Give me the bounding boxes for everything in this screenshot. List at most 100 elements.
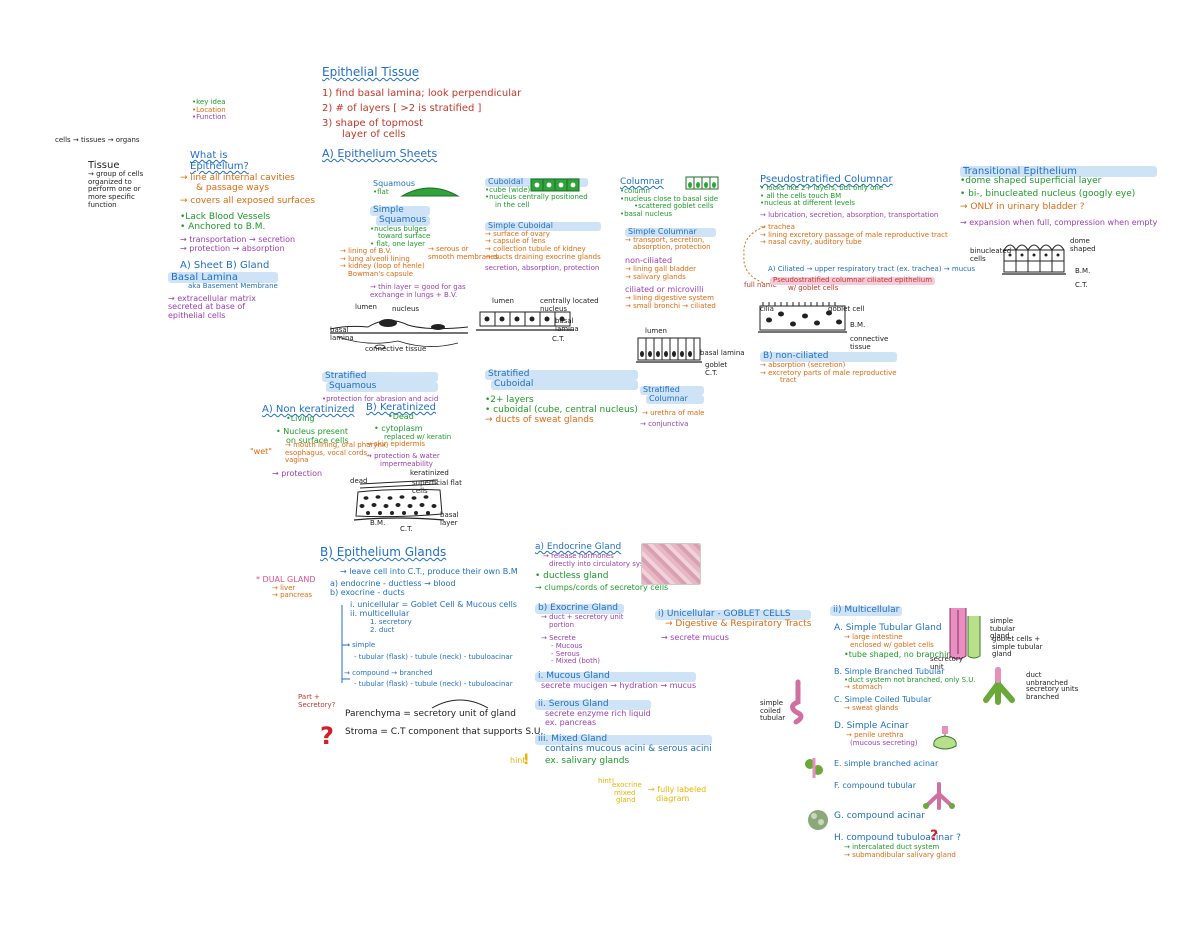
tr-label-ct: C.T. xyxy=(1075,281,1088,289)
what-is-point-2: → covers all exposed surfaces xyxy=(180,195,316,206)
basal-lamina-point-0: → extracellular matrix xyxy=(168,293,256,303)
serous-title: ii. Serous Gland xyxy=(535,699,651,710)
dual-1: → liver xyxy=(272,583,296,592)
simple-columnar-diagram xyxy=(636,337,702,363)
simple-squamous-title2: Squamous xyxy=(376,215,431,226)
scol2-point-0: → urethra of male xyxy=(642,408,705,417)
branched-tubular-icon xyxy=(983,667,1015,705)
pseudo-bracket xyxy=(743,226,765,284)
mc-a-2: •tube shaped, no branching xyxy=(844,650,957,660)
step-2: 2) # of layers [ >2 is stratified ] xyxy=(322,103,482,114)
what-is-point-4: • Anchored to B.M. xyxy=(180,221,266,232)
col-label-goblet: goblet C.T. xyxy=(705,361,728,377)
non-k-0: •Living xyxy=(286,414,315,423)
strat-sq-diagram xyxy=(353,479,445,521)
squamous-locations: → lining of B.V. → lung alveoli lining →… xyxy=(340,247,425,279)
fully-labeled: → fully labeled diagram xyxy=(648,785,706,804)
scub2-point-2: → ducts of sweat glands xyxy=(485,414,594,425)
mc-a-0: → large intestine xyxy=(844,632,903,641)
scol-point-0: → transport, secretion, xyxy=(625,235,705,244)
pseudo-fullname-1: w/ goblet cells xyxy=(788,283,839,292)
uni-1: → secrete mucus xyxy=(661,632,729,642)
what-is-title2: Epithelium? xyxy=(190,161,249,172)
endo-2: • ductless gland xyxy=(535,571,609,582)
sq-label-ct: connective tissue xyxy=(365,345,427,353)
ps-use-0: → trachea xyxy=(760,223,795,231)
k-5: impermeability xyxy=(380,459,433,468)
k-1: • cytoplasm xyxy=(374,423,423,433)
tr-point-1: • bi-, binucleated nucleus (googly eye) xyxy=(960,188,1136,199)
sq-label-basal: basal xyxy=(330,326,349,334)
flow-note: cells → tissues → organs xyxy=(55,136,140,144)
endocrine-micrograph xyxy=(641,543,701,585)
wet-label: "wet" xyxy=(250,447,272,456)
exo-1: portion xyxy=(549,620,575,629)
mucous-gland: i. Mucous Gland secrete mucigen → hydrat… xyxy=(535,671,697,691)
col-c-point-1: → small bronchi → ciliated xyxy=(625,301,716,310)
k-title: B) Keratinized xyxy=(366,402,436,413)
non-k-4: esophagus, vocal cords, xyxy=(285,448,370,457)
basal-lamina-section: Basal Lamina aka Basement Membrane → ext… xyxy=(168,272,278,321)
col-point-1: •nucleus close to basal side xyxy=(620,194,719,203)
columnar-title: Columnar xyxy=(620,177,664,187)
col-nc-point-1: → salivary glands xyxy=(625,272,686,281)
sq-note-0: → thin layer = good for gas xyxy=(370,283,466,291)
fully-1: diagram xyxy=(656,793,690,803)
mixed-0: contains mucous acini & serous acini xyxy=(545,743,712,754)
cub-label-nucleus: centrally located nucleus xyxy=(540,297,599,313)
mc-b-1: → stomach xyxy=(844,683,883,692)
mc-f-head: F. compound tubular xyxy=(834,781,916,790)
non-k-protection: → protection xyxy=(272,469,323,478)
simple-cuboidal-title: Simple Cuboidal xyxy=(485,221,601,231)
endo-1: directly into circulatory system xyxy=(549,559,658,568)
side-question: Part + Secretory? xyxy=(298,693,335,709)
strat-sq-title: Stratified xyxy=(322,371,439,382)
cuboidal-cell-icon xyxy=(530,178,580,192)
parenchyma-def: Parenchyma = secretory unit of gland xyxy=(345,709,516,719)
columnar-cell-icon xyxy=(685,176,719,190)
mc-c-0: → sweat glands xyxy=(844,703,899,712)
strat-sq-title2: Squamous xyxy=(326,381,439,392)
glands-points: → leave cell into C.T., produce their ow… xyxy=(330,567,518,689)
tr-point-3: → expansion when full, compression when … xyxy=(960,217,1158,227)
non-k-2: on surface cells xyxy=(286,435,349,445)
simple-squamous-diagram xyxy=(329,319,469,350)
scol2-point-1: → conjunctiva xyxy=(640,420,689,429)
endocrine-title: a) Endocrine Gland xyxy=(535,542,622,552)
ssq-label-ct: C.T. xyxy=(400,525,413,533)
col-point-0: •column xyxy=(620,186,650,195)
k-3: → skin epidermis xyxy=(366,440,426,449)
basal-lamina-sub: aka Basement Membrane xyxy=(188,282,278,290)
gl-2: b) exocrine - ducts xyxy=(330,587,405,597)
what-is-point-6: → protection → absorption xyxy=(180,244,285,254)
what-is-point-3: •Lack Blood Vessels xyxy=(180,211,271,222)
question-mark-icon: ? xyxy=(320,722,334,750)
ssq-label-kerat: keratinized xyxy=(410,469,449,477)
non-k-1: • Nucleus present xyxy=(276,426,349,436)
strat-cub-title: Stratified xyxy=(485,369,638,380)
col-label-lumen: lumen xyxy=(645,327,667,335)
mucous-desc: secrete mucigen → hydration → mucus xyxy=(541,680,697,690)
ps-label-goblet: goblet cell xyxy=(828,305,865,313)
hint-note-0: exocrine xyxy=(612,781,642,789)
cub-point-2: in the cell xyxy=(495,201,530,210)
dual-0: * DUAL GLAND xyxy=(256,575,316,584)
k-4: → protection & water xyxy=(366,451,440,460)
page-title: Epithelial Tissue xyxy=(322,65,420,79)
hint-icon: ! xyxy=(523,752,530,768)
coiled-tubular-icon xyxy=(790,679,804,725)
exocrine-title: b) Exocrine Gland xyxy=(535,603,624,614)
squamous-section: Squamous •flat xyxy=(373,179,415,196)
sq-label-nucleus: nucleus xyxy=(392,305,420,313)
mc-h-1: → submandibular salivary gland xyxy=(844,850,956,859)
mc-e-head: E. simple branched acinar xyxy=(834,759,939,768)
mc-g-head: G. compound acinar xyxy=(834,811,926,821)
dual-gland-note: * DUAL GLAND → liver → pancreas xyxy=(256,575,316,600)
mixed-gland: iii. Mixed Gland contains mucous acini &… xyxy=(535,734,712,767)
hint-note-2: gland xyxy=(616,796,636,805)
endo-3: → clumps/cords of secretory cells xyxy=(535,583,669,593)
strat-col-title: Stratified xyxy=(640,385,705,395)
what-is-point-5: → transportation → secretion xyxy=(180,235,296,245)
cub-label-ct: C.T. xyxy=(552,335,565,343)
hint-note: exocrine mixed gland xyxy=(612,781,642,805)
